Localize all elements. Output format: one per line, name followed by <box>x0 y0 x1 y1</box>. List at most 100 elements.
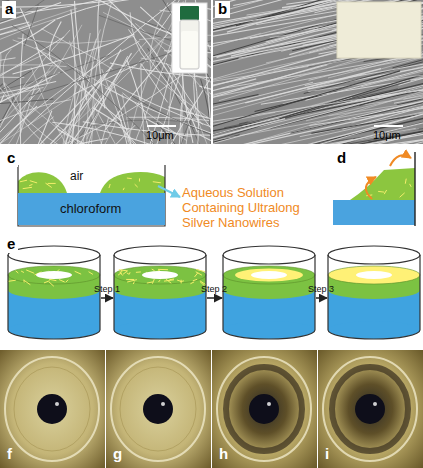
panel-letter: f <box>7 446 12 463</box>
nanowire <box>29 184 32 185</box>
beaker-wall <box>8 255 100 339</box>
panel-letter: i <box>325 446 329 463</box>
nanowire <box>103 12 211 88</box>
film-hole <box>37 394 67 424</box>
nanowire <box>24 280 30 284</box>
panel-letter: g <box>113 446 122 463</box>
nanowire <box>0 89 40 144</box>
nanowire <box>139 178 140 181</box>
nanowire-streaks <box>20 178 161 190</box>
nanowire <box>133 282 134 284</box>
photo-background <box>212 350 317 468</box>
step-label: Step 3 <box>308 284 334 294</box>
nanowire <box>405 179 407 184</box>
nanowire <box>213 33 261 57</box>
nanowire <box>0 82 65 144</box>
nanowire <box>45 183 51 187</box>
nanowire <box>127 273 130 275</box>
nanowire <box>400 193 405 197</box>
panel-letter: d <box>334 150 349 167</box>
nanowire <box>193 279 197 281</box>
nanowire <box>135 184 138 187</box>
scale-bar-label: 10μm <box>146 129 174 141</box>
film-surface <box>8 266 100 284</box>
nanowire <box>13 40 125 98</box>
inset-photo <box>172 3 207 73</box>
nanowire <box>192 104 211 144</box>
vial-cap <box>180 6 199 20</box>
nanowire <box>12 25 160 144</box>
nanowire <box>0 111 52 144</box>
nanowire <box>282 104 423 144</box>
panel-letter: e <box>4 236 18 253</box>
nanowire <box>159 280 161 282</box>
photo-sequence <box>0 350 423 468</box>
photo-background <box>318 350 423 468</box>
beaker-rim <box>5 357 99 461</box>
reflection <box>55 402 59 406</box>
nanowire <box>213 74 364 124</box>
nanowire <box>320 92 423 144</box>
photo-panel: g <box>106 350 211 468</box>
schematic-panel: cchloroform <box>0 148 178 228</box>
photo-background <box>106 350 211 468</box>
nanowire <box>153 182 161 183</box>
flow-arrow <box>390 155 411 166</box>
nanowire <box>49 282 54 286</box>
film-hole <box>142 271 178 279</box>
photo-panel: f <box>0 350 105 468</box>
nanowire <box>20 180 27 182</box>
nanowire <box>44 281 50 283</box>
nanowire <box>21 271 24 272</box>
sem-panel: b10μm <box>213 0 423 144</box>
nanowire <box>30 181 37 183</box>
step-arrow <box>101 297 113 299</box>
step-arrow <box>207 297 222 299</box>
beaker-rim <box>111 357 205 461</box>
nanowire <box>16 271 19 273</box>
nanowire <box>213 82 313 112</box>
reflection <box>373 402 377 406</box>
nanowire <box>26 270 34 273</box>
nanowire <box>410 184 412 187</box>
beaker-rim <box>223 246 315 264</box>
scale-bar <box>374 125 403 127</box>
beaker-rim <box>114 246 206 264</box>
nanowire <box>23 187 32 188</box>
nanowire <box>123 271 127 274</box>
nanowire <box>109 184 110 188</box>
nanowire <box>4 83 45 144</box>
scale-bar <box>147 125 176 127</box>
sem-panel: a10μm <box>0 0 211 144</box>
nanowire <box>354 94 423 144</box>
nanowire <box>58 129 115 144</box>
nanowire <box>75 271 81 274</box>
nanowire <box>0 138 108 144</box>
nanowire <box>0 99 53 110</box>
aqueous-film <box>18 172 67 193</box>
photo <box>212 350 317 468</box>
beaker-rim <box>323 357 417 461</box>
film-hole <box>356 271 392 279</box>
nanowire <box>24 4 38 45</box>
nanowire <box>147 282 153 283</box>
nanowire <box>164 280 174 281</box>
photo-background <box>0 350 105 468</box>
film-ring <box>226 367 302 451</box>
film-hole <box>355 394 385 424</box>
nanowire <box>41 29 112 70</box>
beaker-sequence <box>8 246 420 339</box>
nanowire <box>0 117 54 144</box>
nanowire <box>213 71 400 134</box>
film-hole <box>251 271 287 279</box>
scale-bar-label: 10μm <box>373 129 401 141</box>
nanowire-streaks <box>366 179 411 198</box>
reflection <box>267 402 271 406</box>
nanowire <box>384 190 386 194</box>
nanowire <box>152 279 154 284</box>
beaker-wall <box>223 255 315 339</box>
panel-letter: h <box>219 446 228 463</box>
nanowire <box>158 269 168 270</box>
film-surface <box>114 266 206 284</box>
